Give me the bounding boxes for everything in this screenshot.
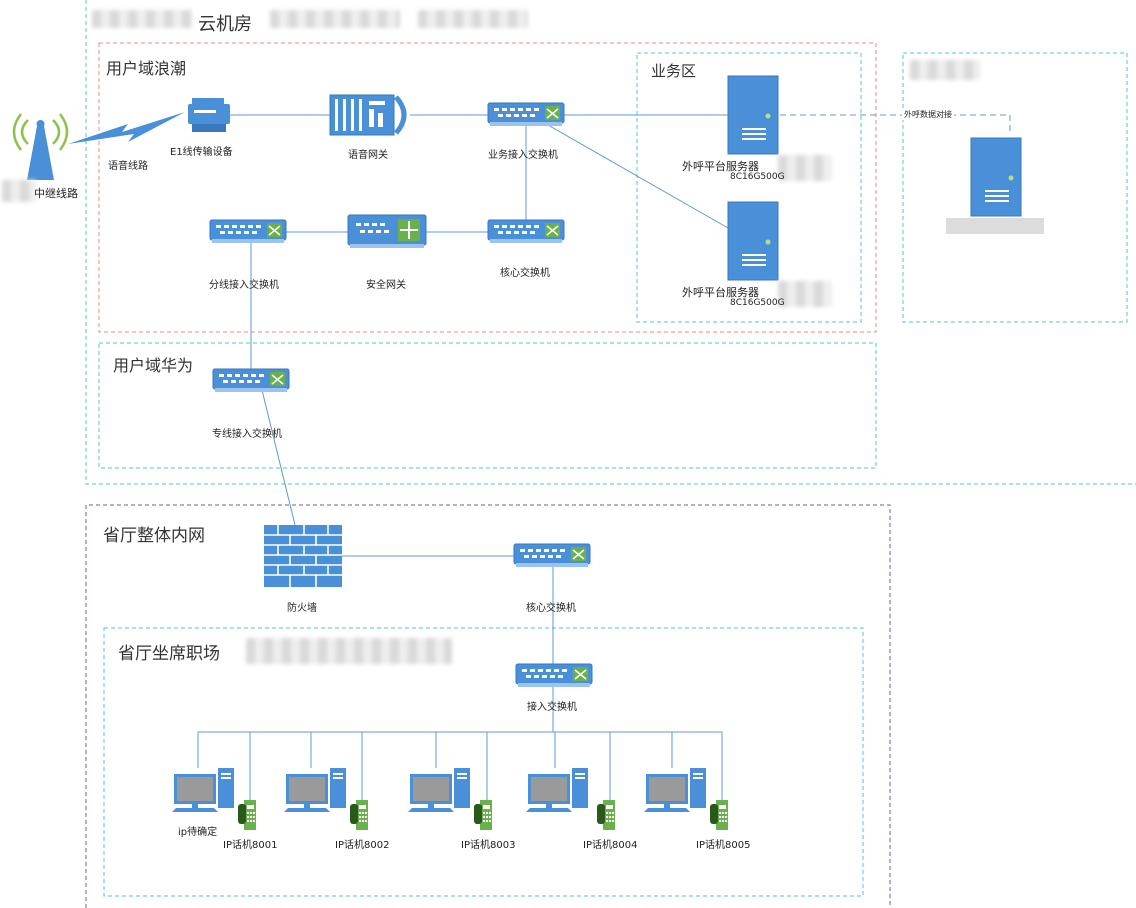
agent-workplace-border [103,627,864,897]
label-branch-switch: 分线接入交换机 [209,280,279,291]
cloud-room-border [85,0,1136,485]
label-e1-device: E1线传输设备 [170,147,233,158]
access-switch-icon [515,663,593,688]
external-server-base [946,218,1044,234]
zone-title-user-domain-huawei: 用户域华为 [113,356,194,375]
zone-title-cloud-room: 云机房 [198,14,252,35]
label-phone-3: IP话机8003 [461,840,516,851]
phone-2-icon [350,800,368,830]
label-phone-2: IP话机8002 [335,840,390,851]
wireless-link-icon [68,112,185,144]
connections [197,114,1011,800]
redacted-trunk-prefix [2,180,36,202]
label-trunk-line: 中继线路 [34,187,78,200]
phone-5-icon [710,800,728,830]
label-core-switch-top: 核心交换机 [500,268,550,279]
label-server-1-spec: 8C16G500G [730,172,785,182]
firewall-icon [264,525,342,587]
phone-1-icon [238,800,256,830]
label-server-1-name: 外呼平台服务器 [682,160,759,173]
pc-2-icon [284,768,346,812]
label-core-switch-bottom: 核心交换机 [526,603,576,614]
redacted-cloud-suffix-2 [418,10,528,28]
core-switch-bottom-icon [513,543,591,568]
external-area-border [902,52,1128,323]
redacted-cloud-suffix-1 [270,10,400,28]
redacted-workplace-suffix [246,638,452,664]
e1-transmission-device-icon [188,98,230,132]
zone-title-user-domain-langchao: 用户域浪潮 [106,59,187,78]
pc-3-icon [408,768,470,812]
provincial-intranet-border [85,504,891,908]
label-voice-gateway: 语音网关 [348,150,388,161]
core-switch-top-icon [487,219,565,244]
phone-4-icon [597,800,615,830]
redacted-server-2 [778,281,832,307]
label-security-gateway: 安全网关 [366,280,406,291]
label-pc-1: ip待确定 [178,827,218,838]
label-data-link: 外呼数据对接 [902,109,954,120]
redacted-cloud-prefix [92,10,192,28]
server-1-icon [727,75,779,155]
label-server-2-spec: 8C16G500G [730,298,785,308]
zone-title-provincial-intranet: 省厅整体内网 [103,526,205,546]
voice-gateway-icon [329,94,407,136]
data-link-line [780,114,1011,135]
pc-1-icon [172,768,234,812]
pc-5-icon [644,768,706,812]
pc-4-icon [526,768,588,812]
phone-3-icon [474,800,492,830]
zone-borders [85,0,1136,908]
label-business-switch: 业务接入交换机 [488,150,558,161]
label-dedicated-switch: 专线接入交换机 [212,429,282,440]
label-phone-5: IP话机8005 [696,840,751,851]
business-area-border [636,52,862,323]
security-gateway-icon [347,214,427,248]
zone-title-business-area: 业务区 [651,62,697,80]
label-voice-line: 语音线路 [108,161,148,172]
redacted-server-1 [778,155,832,181]
redacted-external-title [910,60,980,80]
antenna-tower-icon [12,113,69,180]
label-server-2-name: 外呼平台服务器 [682,286,759,299]
user-domain-huawei-border [98,342,877,469]
label-firewall: 防火墙 [287,603,317,614]
user-domain-langchao-border [98,42,877,333]
server-2-icon [727,201,779,281]
dedicated-switch-icon [212,368,290,393]
label-access-switch: 接入交换机 [527,702,577,713]
external-server-icon [970,137,1022,217]
label-phone-1: IP话机8001 [223,840,278,851]
label-phone-4: IP话机8004 [583,840,638,851]
branch-switch-icon [209,219,287,244]
zone-title-agent-workplace: 省厅坐席职场 [118,644,220,664]
business-switch-icon [487,102,565,127]
